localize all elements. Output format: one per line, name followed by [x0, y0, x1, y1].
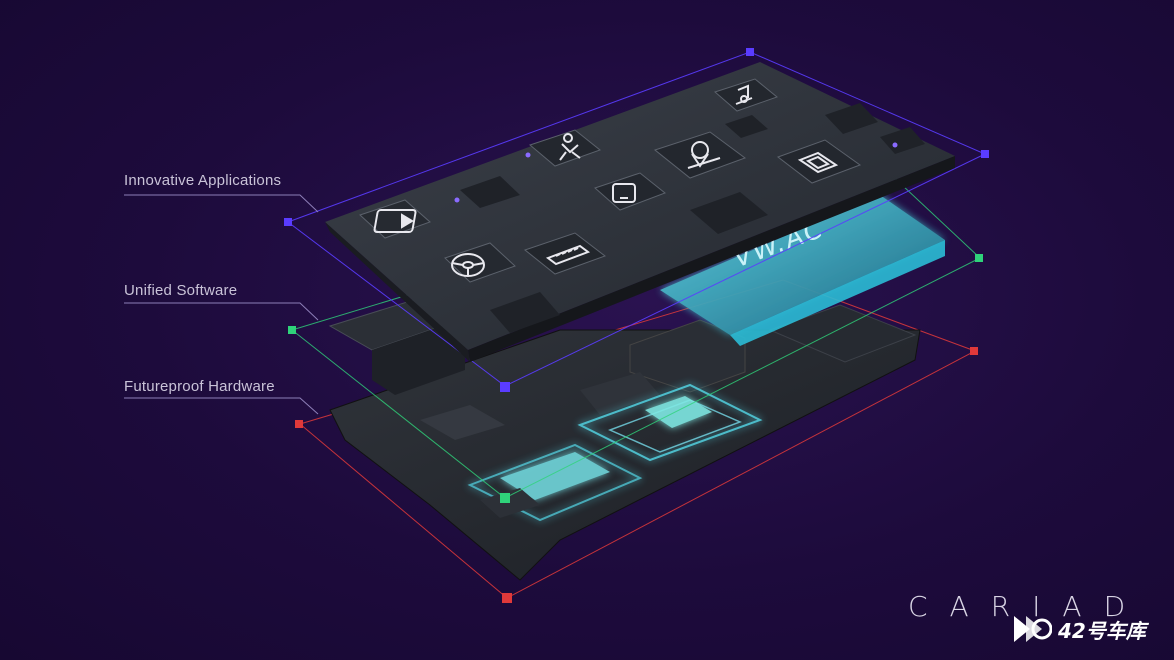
hw-glow-frame: [577, 383, 763, 462]
hw-glow-chip: [500, 452, 610, 500]
steering-wheel-icon: [451, 253, 485, 277]
app-chip: [490, 292, 560, 333]
accent-dot: [454, 197, 460, 203]
cariad-logo: CARIAD: [908, 590, 1148, 623]
unified-software-label: Unified Software: [124, 282, 238, 299]
app-chip: [725, 115, 768, 138]
location-pin-icon: [687, 141, 721, 169]
applications-board-front: [325, 222, 470, 362]
hw-chip: [372, 318, 465, 395]
battery-icon: [545, 244, 591, 266]
hw-marker: [970, 347, 978, 355]
video-icon: [373, 209, 417, 233]
hw-chip: [420, 405, 505, 440]
watermark-text: 42号车库: [1058, 618, 1146, 643]
software-leader: [124, 302, 319, 321]
app-chip: [880, 127, 925, 154]
phone-icon: [612, 183, 636, 203]
hw-chip: [580, 372, 660, 415]
hw-chip: [768, 304, 917, 363]
accent-dot: [892, 142, 898, 148]
hw-marker: [295, 420, 303, 428]
hardware-layer: [295, 279, 978, 603]
hw-chip: [629, 319, 746, 393]
square-icon: [797, 151, 839, 174]
app-chip: [460, 176, 520, 208]
applications-layer: [284, 48, 989, 392]
applications-board-edge: [468, 156, 955, 362]
app-marker: [284, 218, 292, 226]
hw-glow-chip: [645, 396, 712, 428]
apps-leader: [124, 194, 319, 213]
music-note-icon: [735, 84, 753, 105]
hardware-leader: [124, 397, 319, 415]
sw-marker: [500, 493, 510, 503]
app-chip: [776, 139, 862, 184]
app-chip: [714, 78, 779, 112]
accent-dot: [525, 152, 531, 158]
app-marker: [981, 150, 989, 158]
person-icon: [559, 133, 581, 161]
sw-marker: [975, 254, 983, 262]
software-glass-side: [730, 240, 945, 346]
watermark-logo-icon: [1014, 616, 1052, 642]
app-chip: [825, 103, 878, 134]
app-marker: [746, 48, 754, 56]
app-chip: [444, 242, 516, 283]
futureproof-hardware-label: Futureproof Hardware: [124, 378, 275, 395]
app-marker: [500, 382, 510, 392]
software-glass-top: [660, 195, 945, 335]
hw-marker: [502, 593, 512, 603]
leader-lines: [124, 194, 319, 415]
innovative-applications-label: Innovative Applications: [124, 172, 282, 189]
sw-marker: [288, 326, 296, 334]
app-chip: [690, 192, 768, 234]
watermark: 42号车库: [1012, 612, 1146, 646]
app-chip: [653, 131, 747, 179]
